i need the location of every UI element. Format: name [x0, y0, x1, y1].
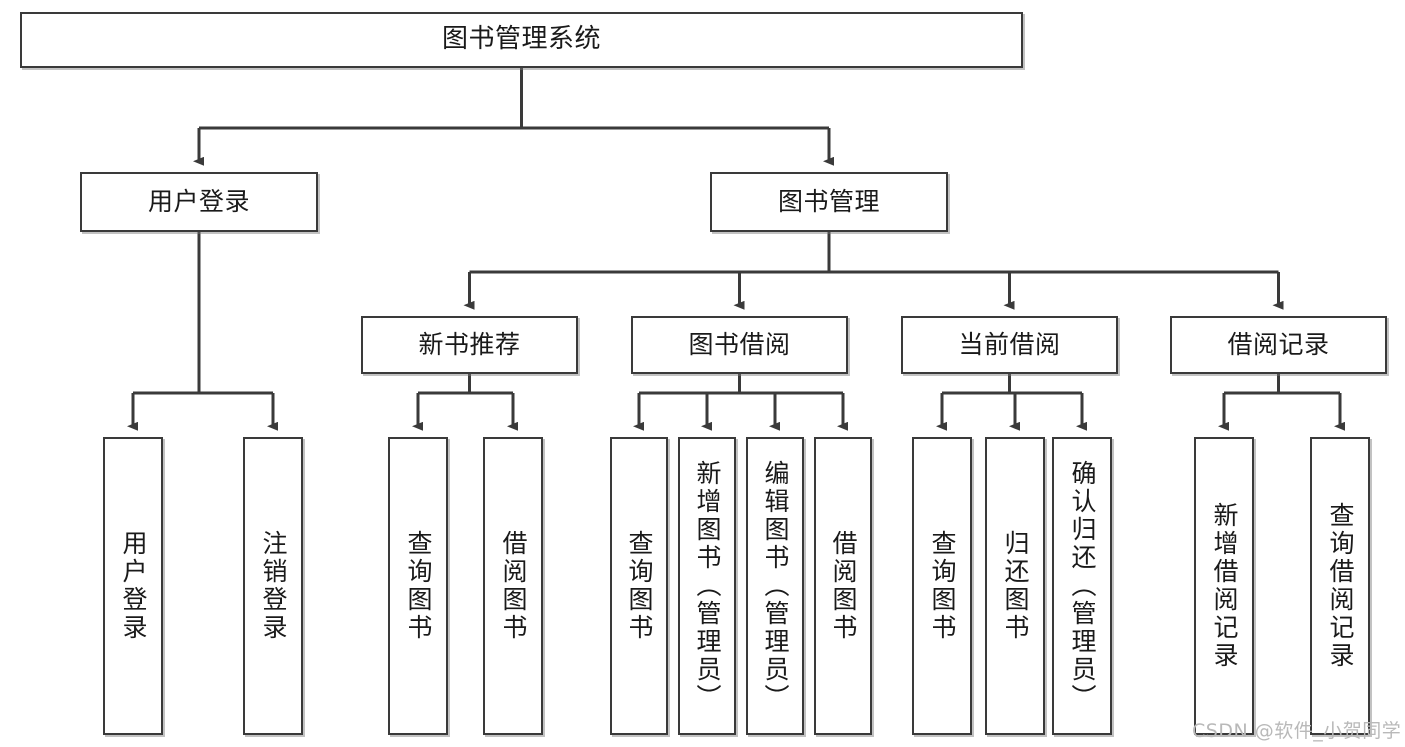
- node-login[interactable]: 用户登录: [80, 172, 318, 232]
- node-current[interactable]: 当前借阅: [901, 316, 1118, 374]
- node-l_login[interactable]: 用户登录: [103, 437, 163, 735]
- node-label: 图书管理: [777, 187, 880, 216]
- node-root[interactable]: 图书管理系统: [20, 12, 1023, 68]
- node-label: 借阅图书: [829, 530, 858, 642]
- node-records[interactable]: 借阅记录: [1170, 316, 1387, 374]
- node-n_query[interactable]: 查询图书: [388, 437, 448, 735]
- node-label: 编辑图书（管理员）: [761, 460, 790, 712]
- node-bookmgmt[interactable]: 图书管理: [710, 172, 948, 232]
- node-b_query[interactable]: 查询图书: [610, 437, 668, 735]
- node-label: 用户登录: [119, 530, 148, 642]
- node-n_borrow[interactable]: 借阅图书: [483, 437, 543, 735]
- node-label: 查询借阅记录: [1326, 502, 1355, 670]
- node-label: 查询图书: [404, 530, 433, 642]
- node-r_add[interactable]: 新增借阅记录: [1194, 437, 1254, 735]
- node-b_add[interactable]: 新增图书（管理员）: [678, 437, 736, 735]
- node-borrow[interactable]: 图书借阅: [631, 316, 848, 374]
- node-b_lend[interactable]: 借阅图书: [814, 437, 872, 735]
- node-c_query[interactable]: 查询图书: [912, 437, 972, 735]
- node-label: 图书借阅: [688, 330, 791, 359]
- node-label: 用户登录: [147, 187, 250, 216]
- node-label: 查询图书: [625, 530, 654, 642]
- node-r_query[interactable]: 查询借阅记录: [1310, 437, 1370, 735]
- node-label: 注销登录: [259, 530, 288, 642]
- node-label: 查询图书: [928, 530, 957, 642]
- node-label: 新增图书（管理员）: [693, 460, 722, 712]
- node-newbook[interactable]: 新书推荐: [361, 316, 578, 374]
- node-c_confirm[interactable]: 确认归还（管理员）: [1052, 437, 1112, 735]
- node-label: 确认归还（管理员）: [1068, 460, 1097, 712]
- node-l_logout[interactable]: 注销登录: [243, 437, 303, 735]
- node-label: 归还图书: [1001, 530, 1030, 642]
- node-b_edit[interactable]: 编辑图书（管理员）: [746, 437, 804, 735]
- node-label: 新书推荐: [418, 330, 521, 359]
- node-label: 当前借阅: [958, 330, 1061, 359]
- node-label: 新增借阅记录: [1210, 502, 1239, 670]
- node-label: 借阅图书: [499, 530, 528, 642]
- node-label: 图书管理系统: [441, 24, 601, 55]
- node-label: 借阅记录: [1227, 330, 1330, 359]
- node-c_return[interactable]: 归还图书: [985, 437, 1045, 735]
